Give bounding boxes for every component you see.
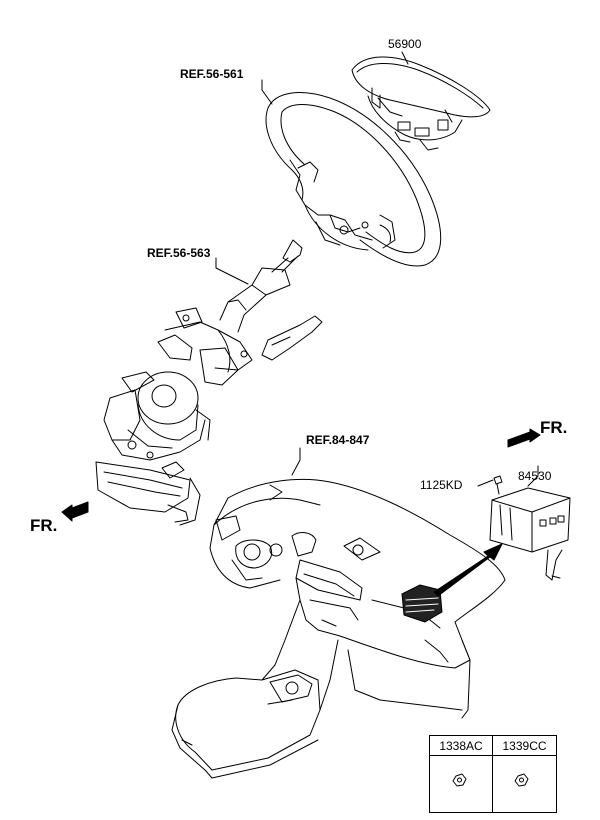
driver-airbag-module [351,56,491,151]
leader-ref-56-563 [215,257,249,285]
airbag-passenger-part-number: 84530 [518,469,552,483]
steering-motor-assembly [95,371,211,526]
hardware-col-1338ac: 1338AC [428,735,494,756]
ref-steering-column-label: REF.56-563 [147,246,211,260]
leader-1125kd [477,479,494,487]
hardware-col-1339cc: 1339CC [492,735,557,756]
center-console [171,669,321,779]
steering-wheel [265,92,442,267]
installed-passenger-airbag [401,584,443,623]
hardware-cell-1338ac [428,755,494,813]
bolt-1125kd [493,475,503,495]
hardware-table: 1338AC 1339CC [428,735,557,813]
fr-arrow-left-icon [61,501,89,522]
pointer-arrow-icon [433,543,503,597]
ref-crash-pad-label: REF.84-847 [306,433,370,447]
leader-84530 [527,465,539,487]
ref-steering-wheel-label: REF.56-561 [180,67,244,81]
hardware-cell-1339cc [492,755,557,813]
passenger-airbag-module [489,487,571,581]
airbag-driver-part-number: 56900 [388,37,422,51]
leader-ref-56-561 [261,79,273,105]
leader-56900 [401,51,409,65]
fr-arrow-right-icon [507,428,541,448]
steering-column [157,239,323,386]
fr-left-label: FR. [30,516,58,535]
leader-ref-84-847 [291,447,301,476]
crash-pad-dashboard [209,478,506,719]
bolt-part-number: 1125KD [420,478,463,492]
fr-right-label: FR. [540,418,568,437]
